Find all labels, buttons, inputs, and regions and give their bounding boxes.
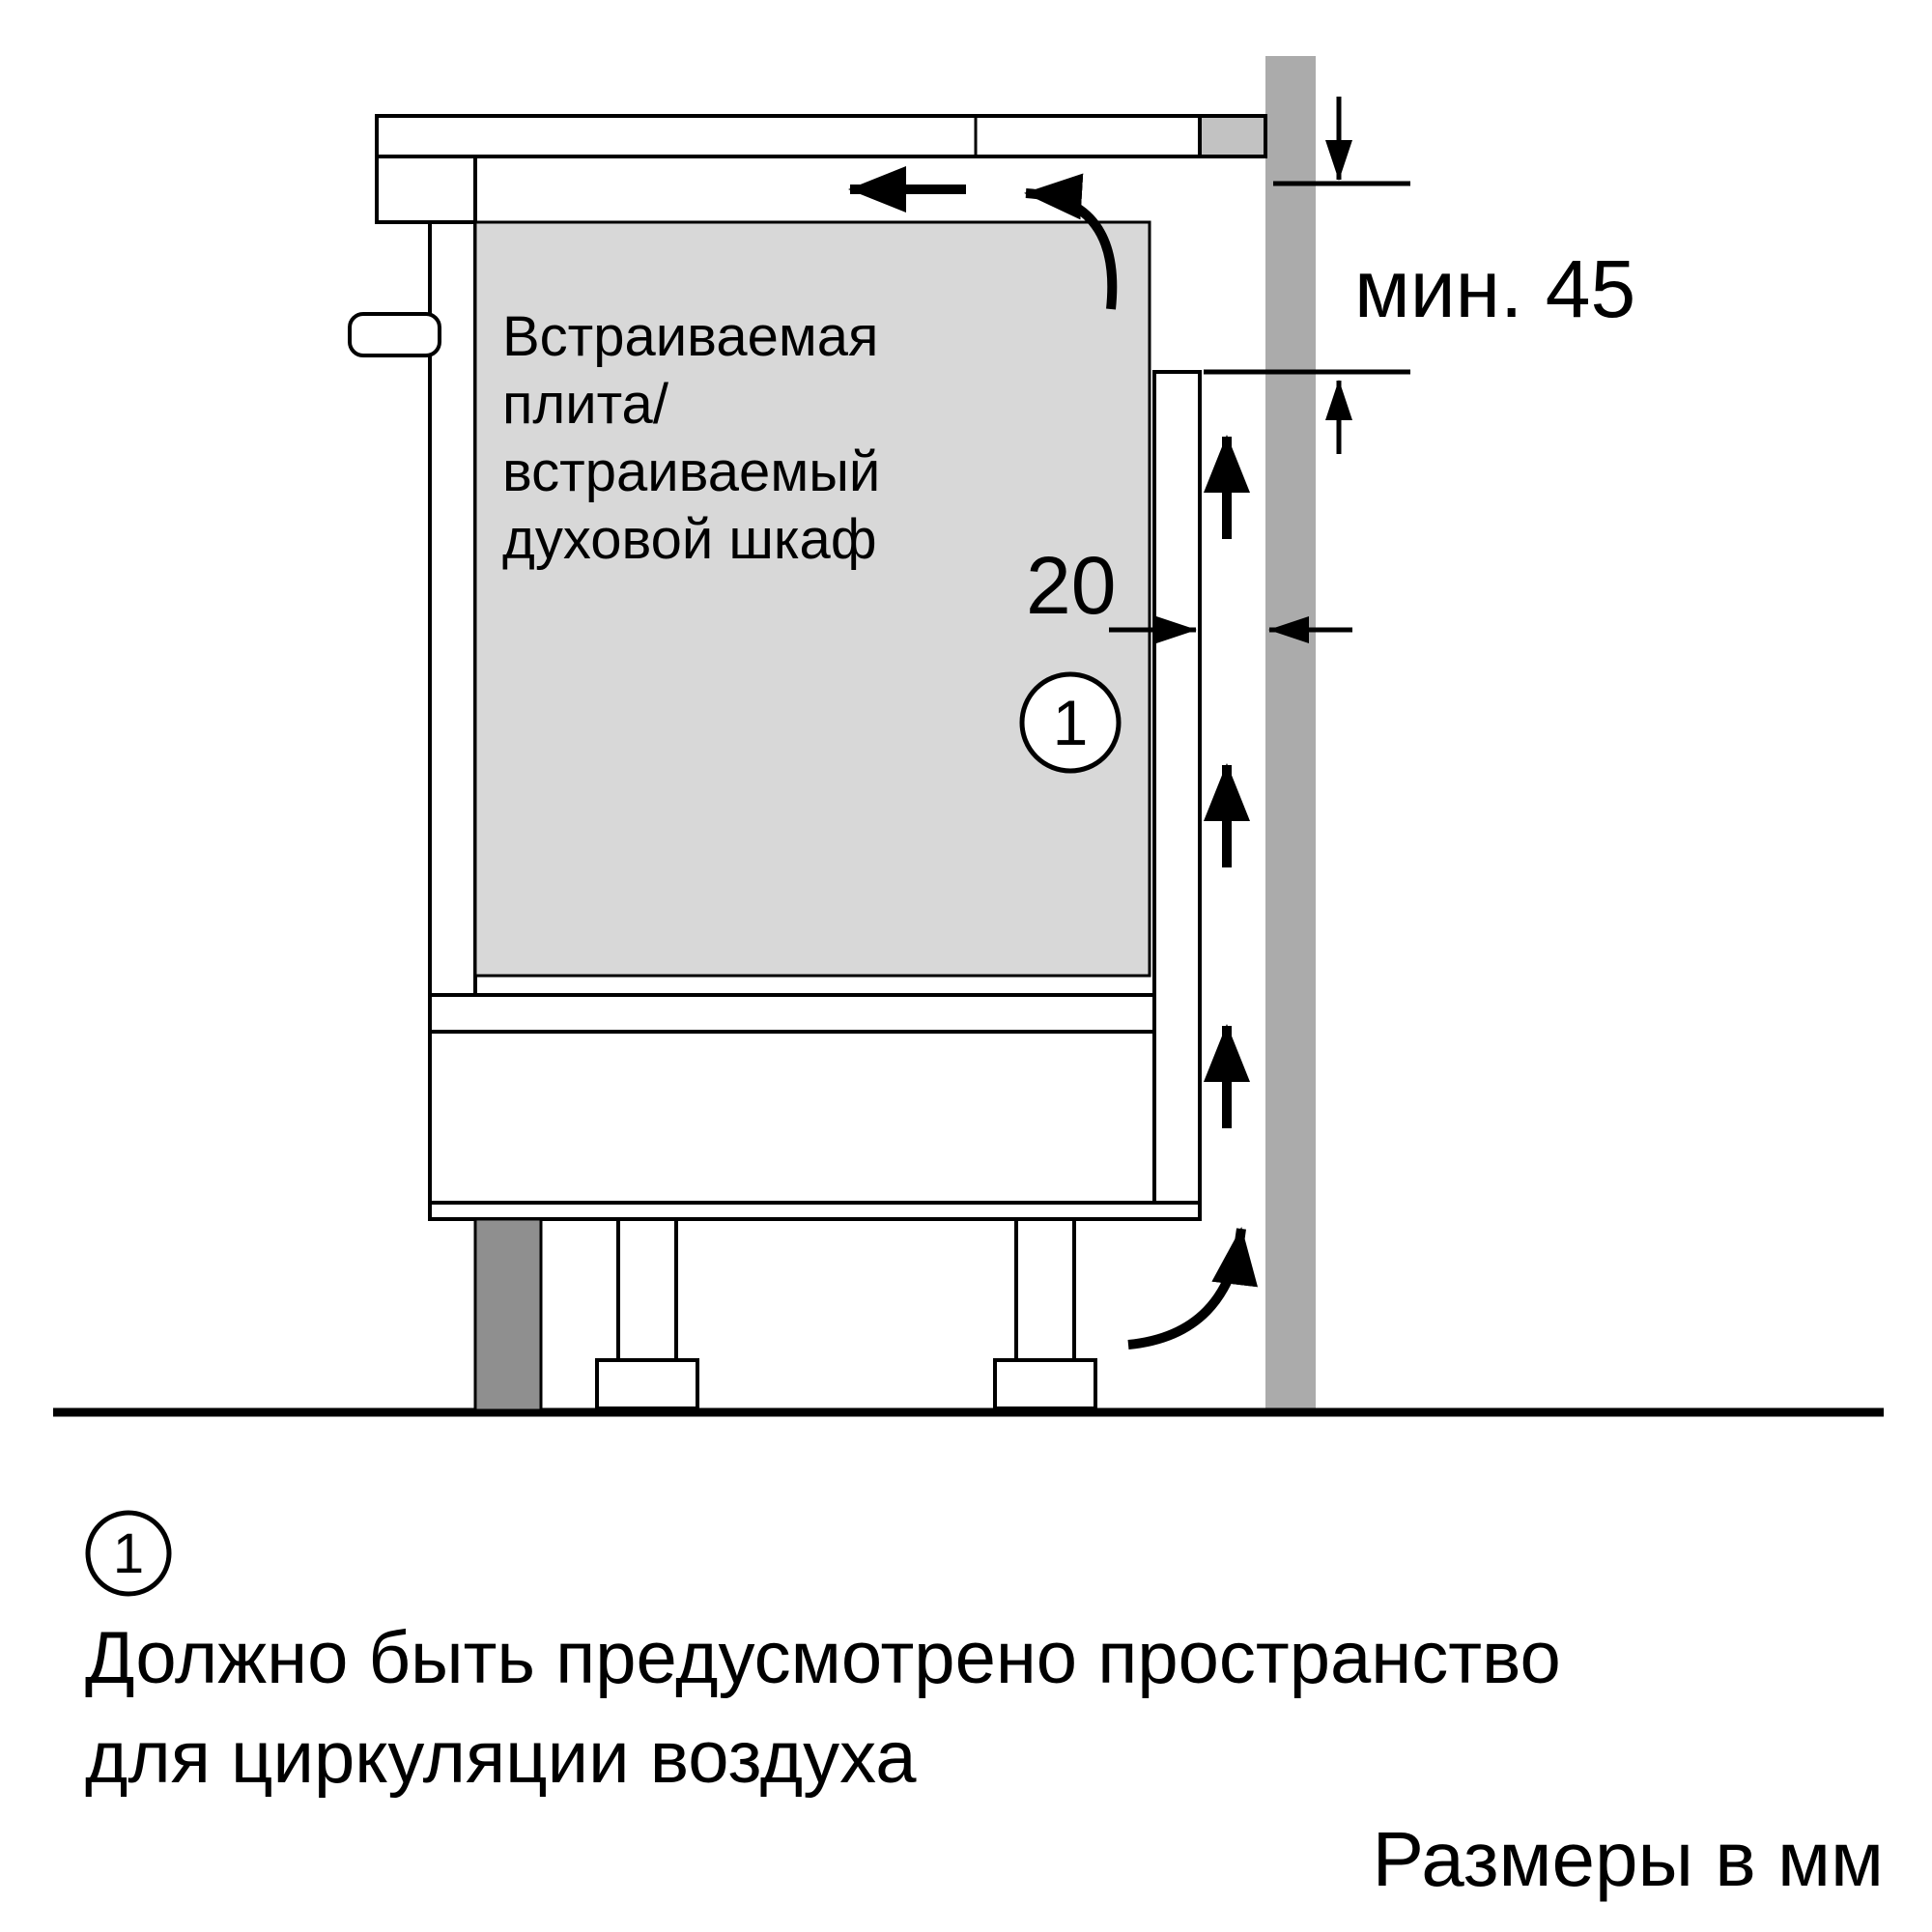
bottom-board [428, 1201, 1202, 1221]
worktop-end-section [1198, 114, 1267, 158]
leg-front-foot [595, 1358, 699, 1410]
legend-marker-circle [85, 1510, 172, 1597]
callout-1-circle [1019, 671, 1122, 774]
control-tab [348, 312, 441, 357]
leg-rear-column [1014, 1217, 1076, 1362]
min45-dimension-label: мин. 45 [1354, 243, 1635, 334]
units-note: Размеры в мм [1373, 1816, 1884, 1902]
leg-rear-foot [993, 1358, 1097, 1410]
worktop [375, 114, 1267, 158]
appliance-label-line-2: плита/ [502, 373, 669, 436]
legend-marker-number: 1 [113, 1522, 144, 1585]
lower-compartment [428, 1030, 1156, 1205]
hob-body [375, 155, 477, 224]
appliance-label-line-1: Встраиваемая [502, 305, 878, 368]
plinth [473, 1217, 543, 1412]
legend-text-line-1: Должно быть предусмотрено пространство [85, 1617, 1561, 1699]
rear-panel-strip [1152, 370, 1202, 1205]
legend-text-line-2: для циркуляции воздуха [85, 1717, 917, 1799]
wall [1265, 56, 1316, 1412]
appliance-label-line-4: духовой шкаф [502, 508, 877, 571]
shelf-board [428, 993, 1156, 1034]
appliance-label-line-3: встраиваемый [502, 440, 880, 503]
callout-1-number: 1 [1053, 687, 1089, 758]
airflow-arrow-bottom-curved [1127, 1227, 1258, 1350]
rear-gap-dimension-label: 20 [1026, 540, 1116, 631]
appliance-box [473, 220, 1151, 978]
leg-front-column [616, 1217, 678, 1362]
airflow-arrow-top-curved [1024, 173, 1118, 310]
